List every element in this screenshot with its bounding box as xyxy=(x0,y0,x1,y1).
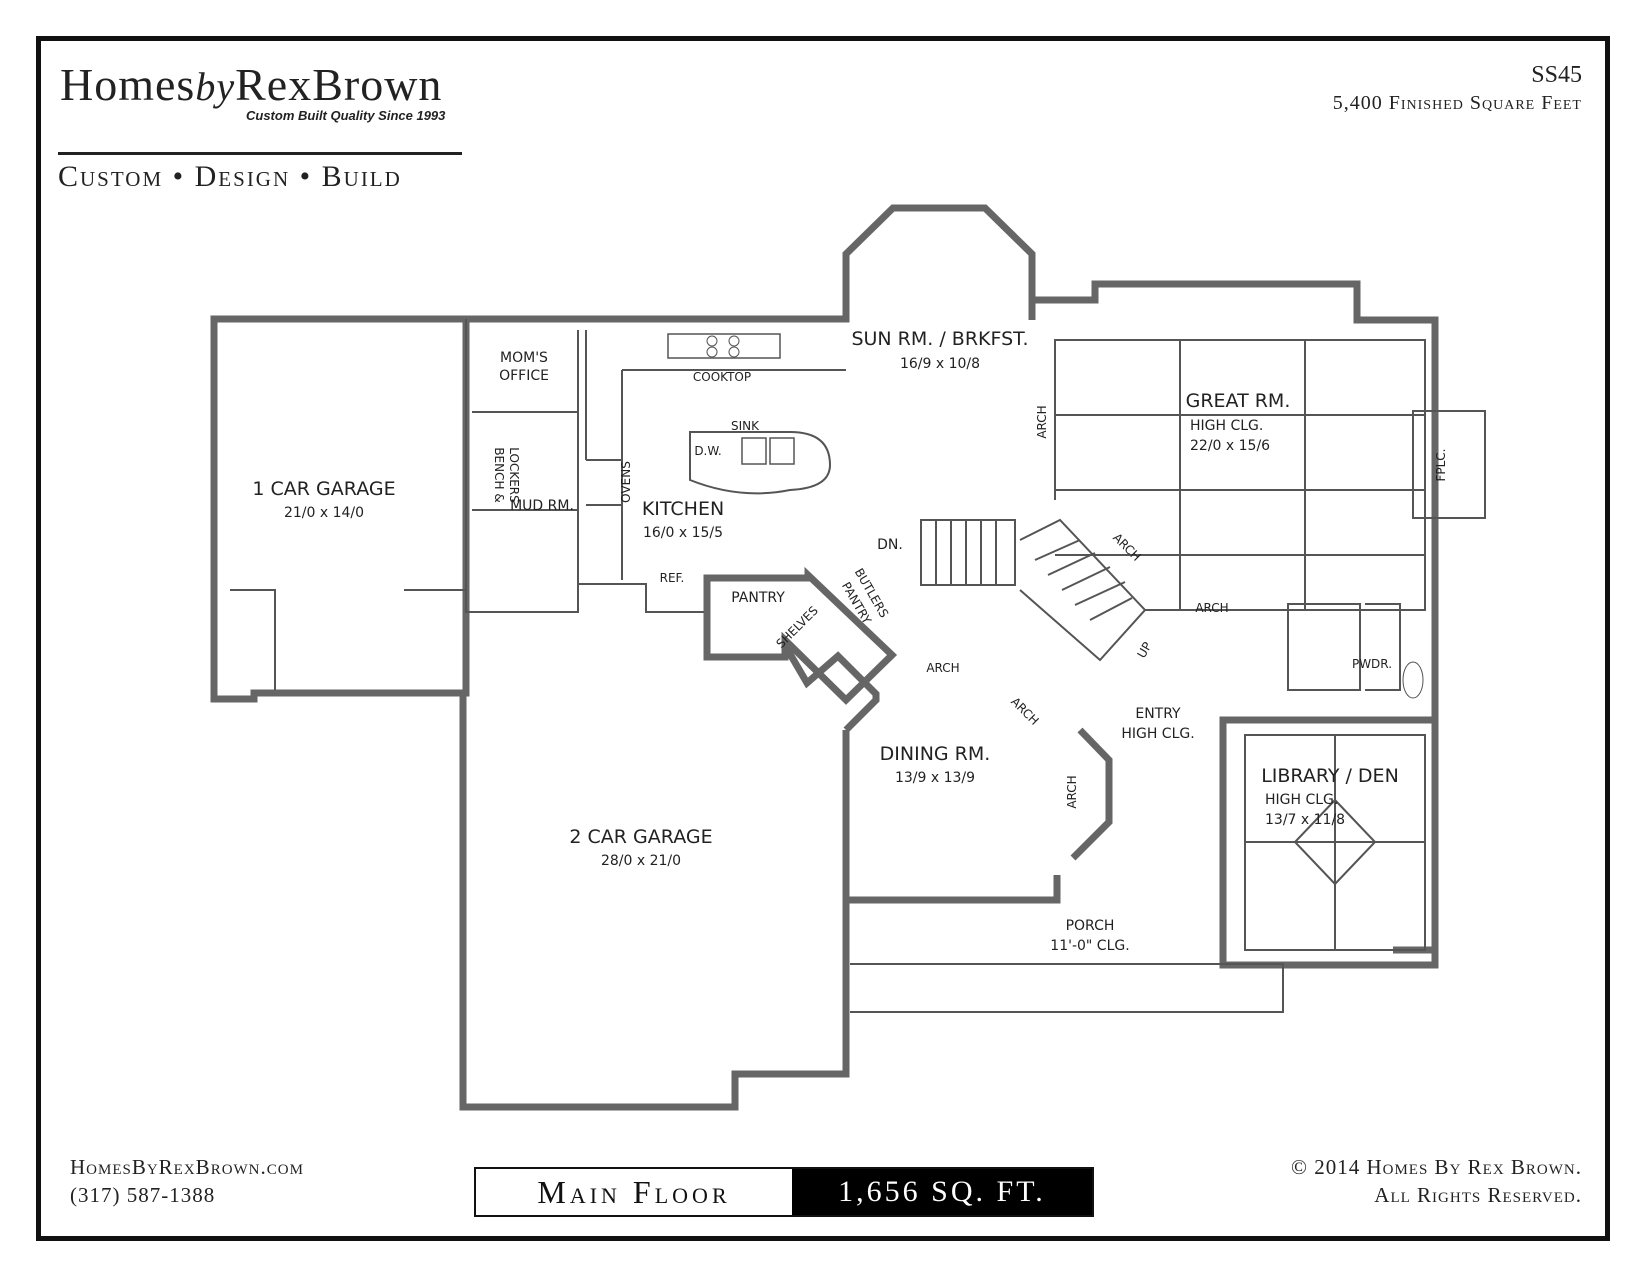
label-arch-kitchen: ARCH xyxy=(1035,405,1049,438)
footer-website: HomesByRexBrown.com xyxy=(70,1155,304,1179)
burner-icon xyxy=(728,335,740,347)
label-sun-room: SUN RM. / BRKFST. xyxy=(851,328,1028,350)
floor-area: 1,656 SQ. FT. xyxy=(792,1169,1092,1215)
page-frame xyxy=(36,36,1610,1241)
label-stairs-up: UP xyxy=(1134,640,1154,661)
brand-homes: Homes xyxy=(60,59,196,110)
label-pantry: PANTRY xyxy=(731,590,785,606)
note-library: HIGH CLG. xyxy=(1265,792,1338,808)
size-sun-room: 16/9 x 10/8 xyxy=(900,356,980,372)
sink-basin-left xyxy=(741,437,767,465)
label-porch: PORCH xyxy=(1066,918,1115,934)
burner-icon xyxy=(728,346,740,358)
brand-by: by xyxy=(195,64,236,109)
label-sink: SINK xyxy=(731,419,760,433)
label-library: LIBRARY / DEN xyxy=(1261,765,1399,787)
wall-dining-south xyxy=(842,875,1061,904)
label-ovens: OVENS xyxy=(619,461,633,503)
label-shelves: SHELVES xyxy=(773,603,820,650)
label-cooktop: COOKTOP xyxy=(693,370,751,384)
label-entry: ENTRY xyxy=(1135,706,1181,722)
room-labels: 1 CAR GARAGE 21/0 x 14/0 2 CAR GARAGE 28… xyxy=(252,328,1398,954)
size-library: 13/7 x 11/8 xyxy=(1265,812,1345,828)
wall-dining-east xyxy=(1070,727,1113,861)
label-arch-entry: ARCH xyxy=(1195,601,1228,615)
stair-up xyxy=(1019,518,1147,662)
label-stairs-down: DN. xyxy=(877,537,903,553)
library-ceiling-grid xyxy=(1244,734,1426,951)
burner-icon xyxy=(706,346,718,358)
label-refrigerator: REF. xyxy=(660,571,685,585)
burner-icon xyxy=(706,335,718,347)
size-kitchen: 16/0 x 15/5 xyxy=(643,525,723,541)
label-great-room: GREAT RM. xyxy=(1186,390,1291,412)
note-great-room: HIGH CLG. xyxy=(1190,418,1263,434)
wall-kitchen-north xyxy=(466,300,850,323)
library-diamond xyxy=(1293,798,1377,886)
powder-room xyxy=(1365,603,1401,691)
wall-dining-north xyxy=(782,645,880,733)
label-fireplace: FPLC. xyxy=(1434,448,1448,481)
garage-door-track xyxy=(230,589,466,690)
exterior-walls xyxy=(210,204,1439,1111)
label-lockers-1: LOCKERS xyxy=(507,447,521,503)
label-kitchen: KITCHEN xyxy=(642,498,724,520)
plan-finished-area: 5,400 Finished Square Feet xyxy=(1332,92,1582,114)
logo-divider xyxy=(58,152,462,155)
note-entry: HIGH CLG. xyxy=(1121,726,1194,742)
brand-services: Custom • Design • Build xyxy=(58,160,402,193)
label-arch-great: ARCH xyxy=(1110,530,1143,563)
footer-copyright: © 2014 Homes By Rex Brown. xyxy=(1291,1155,1582,1179)
floor-title-box: Main Floor 1,656 SQ. FT. xyxy=(474,1167,1094,1217)
footer-phone: (317) 587-1388 xyxy=(70,1183,216,1207)
fireplace xyxy=(1412,410,1486,519)
label-arch-dining: ARCH xyxy=(926,661,959,675)
brand-logo: HomesbyRexBrown xyxy=(60,58,442,111)
brand-tagline: Custom Built Quality Since 1993 xyxy=(246,108,446,123)
wall-2car-garage xyxy=(459,689,850,1111)
brand-rex: RexBrown xyxy=(235,59,443,110)
floor-name: Main Floor xyxy=(476,1169,792,1215)
size-1car-garage: 21/0 x 14/0 xyxy=(284,505,364,521)
label-dishwasher: D.W. xyxy=(694,444,721,458)
label-moms-office-1: MOM'S xyxy=(500,350,548,366)
sink-basin-right xyxy=(769,437,795,465)
label-mud-room: MUD RM. xyxy=(510,498,574,514)
label-powder: PWDR. xyxy=(1352,657,1392,671)
kitchen-island xyxy=(689,431,832,495)
wall-sunroom-bay xyxy=(842,204,1036,320)
size-great-room: 22/0 x 15/6 xyxy=(1190,438,1270,454)
label-1car-garage: 1 CAR GARAGE xyxy=(252,478,395,500)
plan-code: SS45 xyxy=(1531,62,1582,88)
porch-rail xyxy=(850,963,1284,1013)
closet xyxy=(1287,603,1361,691)
label-dining-room: DINING RM. xyxy=(880,743,991,765)
size-2car-garage: 28/0 x 21/0 xyxy=(601,853,681,869)
label-arch-dining-diag: ARCH xyxy=(1008,694,1041,727)
wall-pantry xyxy=(703,566,898,705)
label-arch-dining-east: ARCH xyxy=(1065,775,1079,808)
sink-icon xyxy=(1402,661,1424,699)
label-lockers-2: BENCH & xyxy=(492,447,506,502)
wall-great-room xyxy=(1028,280,1439,954)
note-porch: 11'-0" CLG. xyxy=(1050,938,1129,954)
stair-down xyxy=(920,519,1016,586)
cooktop-unit xyxy=(667,333,781,359)
interior-lines xyxy=(230,319,1426,1013)
footer-rights: All Rights Reserved. xyxy=(1374,1183,1582,1207)
label-moms-office-2: OFFICE xyxy=(499,368,549,384)
label-2car-garage: 2 CAR GARAGE xyxy=(569,826,712,848)
size-dining-room: 13/9 x 13/9 xyxy=(895,770,975,786)
